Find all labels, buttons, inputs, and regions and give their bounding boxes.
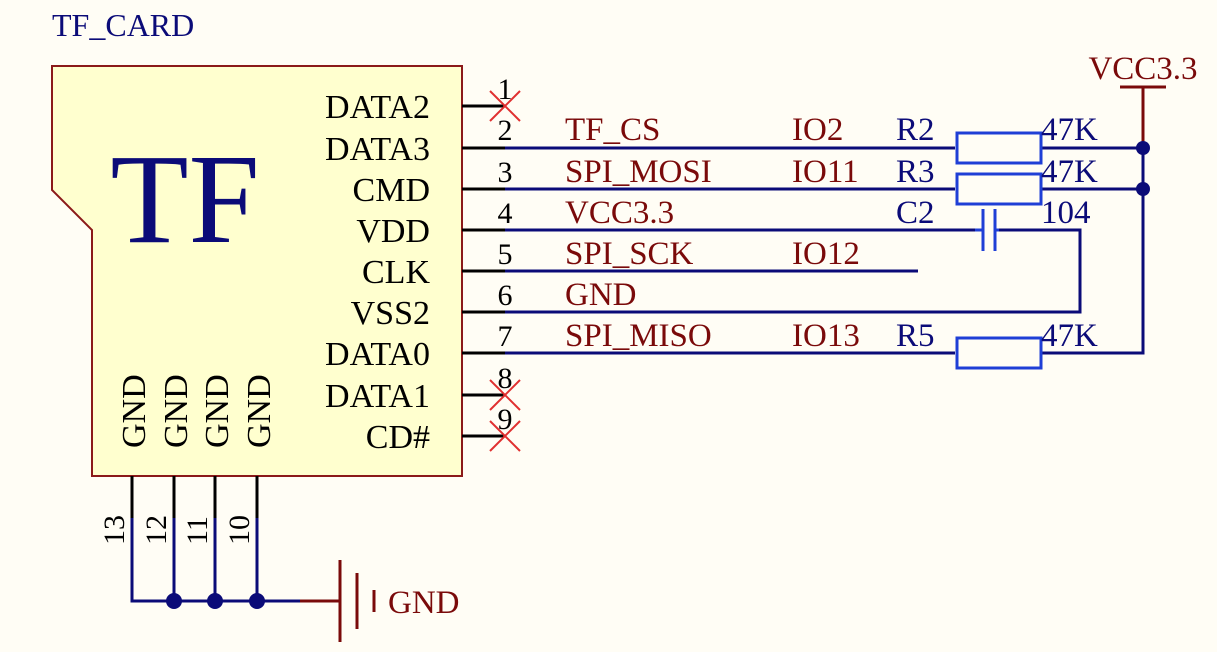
right-pin-6: VSS2 6 [351,279,513,332]
net-label: SPI_MISO [565,318,712,354]
junction-dot [249,593,265,609]
net-label: GND [565,277,637,313]
resistor-r2 [955,131,1043,165]
no-connect-icon [489,420,521,452]
passive-value: 47K [1041,112,1098,148]
junction-dot [1136,182,1150,196]
resistor-r3 [955,172,1043,206]
io-label: IO12 [792,236,860,272]
io-label: IO2 [792,112,843,148]
pin-name: CLK [362,254,430,291]
net-label: SPI_MOSI [565,154,712,190]
junction-dot [1136,141,1150,155]
right-pin-9: CD# 9 [366,403,521,456]
capacitor-c2 [975,209,999,251]
vcc-power-label: VCC3.3 [1088,51,1197,87]
pin-number: 13 [98,515,131,545]
pin-number: 5 [498,238,513,271]
pin-number: 2 [498,114,513,147]
ground-label: GND [388,585,460,621]
pin-name: GND [199,374,236,448]
pin-name: DATA2 [325,89,430,126]
bottom-pin-10: GND 10 [223,374,278,545]
resistor-r5 [955,336,1043,370]
pin-name: GND [241,374,278,448]
pin-name: GND [116,374,153,448]
pin-name: CMD [353,172,430,209]
pin-name: DATA1 [325,378,430,415]
right-pin-8: DATA1 8 [325,362,521,415]
pin-name: DATA0 [325,336,430,373]
pin-name: DATA3 [325,131,430,168]
passive-ref: R3 [896,154,935,190]
net-label: SPI_SCK [565,236,694,272]
io-label: IO11 [792,154,859,190]
right-pin-1: DATA2 1 [325,73,521,126]
pin-number: 9 [498,403,513,436]
no-connect-icon [489,379,521,411]
pin-number: 3 [498,156,513,189]
pin-number: 4 [498,197,513,230]
pin-name: VDD [356,213,430,250]
component-designator: TF_CARD [52,7,194,43]
pin-number: 6 [498,279,513,312]
pin-number: 1 [498,73,513,106]
net-label: TF_CS [565,112,660,148]
pin-number: 8 [498,362,513,395]
passive-value: 47K [1041,318,1098,354]
pin-number: 10 [223,515,256,545]
pin-name: GND [158,374,195,448]
junction-dot [207,593,223,609]
pin-name: CD# [366,419,430,456]
junction-dots [166,593,265,609]
vcc-junctions [1136,141,1150,196]
bottom-pin-13: GND 13 [98,374,153,545]
right-pin-3: CMD 3 [353,156,513,209]
junction-dot [166,593,182,609]
no-connect-icon [489,90,521,122]
passive-ref: R2 [896,112,935,148]
bottom-pin-12: GND 12 [140,374,195,545]
vcc-power-icon [1120,85,1166,148]
signal-wires [505,146,1145,355]
pin-number: 12 [140,515,173,545]
ground-symbol-icon [300,560,376,642]
io-label: IO13 [792,318,860,354]
pin-name: VSS2 [351,295,430,332]
right-pin-2: DATA3 2 [325,114,512,168]
right-pin-5: CLK 5 [362,238,513,291]
right-pin-4: VDD 4 [356,197,512,250]
pin-number: 11 [181,516,214,545]
passive-value: 47K [1041,154,1098,190]
passive-value: 104 [1041,195,1091,231]
right-pin-7: DATA0 7 [325,320,512,373]
bottom-pin-11: GND 11 [181,374,236,545]
component-body-label: TF [110,128,259,270]
tf-card-body [51,65,463,477]
passive-ref: R5 [896,318,935,354]
passive-ref: C2 [896,195,935,231]
pin-number: 7 [498,320,513,353]
net-label: VCC3.3 [565,195,674,231]
